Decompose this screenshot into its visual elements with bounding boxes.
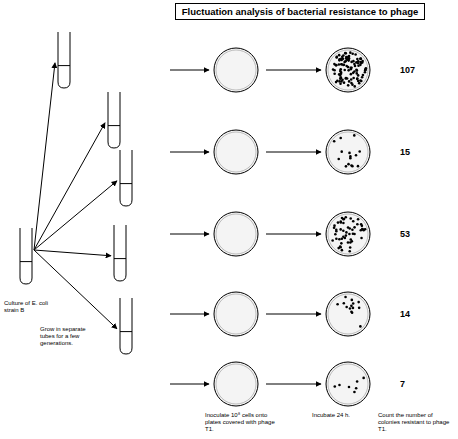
test-tube bbox=[120, 298, 132, 354]
arrow bbox=[170, 152, 209, 153]
petri-plate bbox=[326, 130, 370, 174]
arrow bbox=[266, 152, 321, 153]
arrow bbox=[266, 70, 321, 71]
petri-plate bbox=[214, 292, 258, 336]
step-note: Culture of E. coli strain B bbox=[4, 300, 56, 314]
colony-count: 107 bbox=[400, 65, 415, 75]
arrow bbox=[170, 314, 209, 315]
arrow bbox=[266, 384, 321, 385]
title: Fluctuation analysis of bacterial resist… bbox=[175, 3, 426, 20]
petri-plate bbox=[214, 130, 258, 174]
arrow bbox=[170, 70, 209, 71]
colony-count: 14 bbox=[400, 309, 410, 319]
colony-count: 15 bbox=[400, 147, 410, 157]
arrow bbox=[266, 314, 321, 315]
petri-plate bbox=[214, 212, 258, 256]
colonies bbox=[333, 377, 364, 394]
step-note: Grow in separate tubes for a few generat… bbox=[40, 326, 100, 348]
arrow bbox=[170, 234, 209, 235]
colonies bbox=[333, 134, 361, 168]
test-tube bbox=[108, 92, 120, 148]
petri-plate bbox=[214, 362, 258, 406]
petri-plate bbox=[326, 212, 370, 256]
test-tube bbox=[58, 32, 70, 88]
arrow bbox=[266, 234, 321, 235]
colony-count: 7 bbox=[400, 379, 405, 389]
arrow bbox=[170, 384, 209, 385]
colonies bbox=[332, 51, 367, 87]
petri-plate bbox=[326, 362, 370, 406]
step-note: Inoculate 10⁸ cells onto plates covered … bbox=[205, 412, 277, 434]
arrow bbox=[34, 181, 117, 250]
petri-plate bbox=[326, 48, 370, 92]
step-note: Incubate 24 h. bbox=[312, 412, 367, 419]
petri-plate bbox=[326, 292, 370, 336]
arrow bbox=[34, 123, 105, 250]
colonies bbox=[331, 216, 366, 253]
step-note: Count the number of colonies resistant t… bbox=[378, 412, 454, 434]
test-tube bbox=[114, 225, 126, 281]
petri-plate bbox=[214, 48, 258, 92]
test-tube bbox=[20, 228, 32, 284]
arrow bbox=[34, 250, 117, 329]
arrow bbox=[34, 63, 55, 250]
colony-count: 53 bbox=[400, 229, 410, 239]
arrow bbox=[34, 250, 111, 256]
test-tube bbox=[120, 150, 132, 206]
colonies bbox=[336, 296, 361, 328]
